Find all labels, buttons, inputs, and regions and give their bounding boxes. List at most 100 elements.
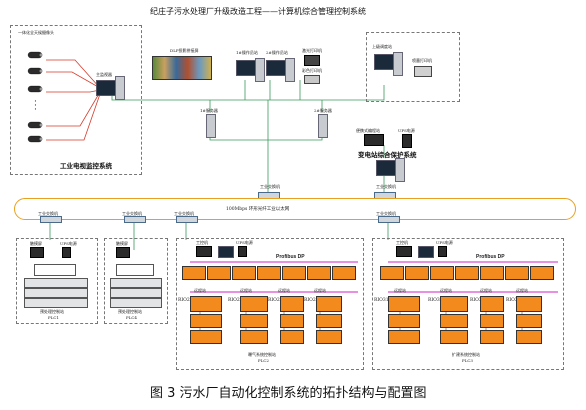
plc2-rio4: RIO24 <box>304 298 319 303</box>
laser-printer-icon <box>304 55 320 66</box>
server-1-label: 1#服务器 <box>200 108 218 113</box>
plc1-panel <box>16 238 98 324</box>
plc2-ups-icon <box>238 246 247 257</box>
plc3-ups-icon <box>438 246 447 257</box>
plc3-rio2: RIO32 <box>428 298 443 303</box>
cctv-server-monitor-icon <box>96 80 116 96</box>
cctv-server-label: 主监视器 <box>96 72 112 77</box>
plc3-rio2-rack-b <box>440 314 468 328</box>
figure-caption: 图 3 污水厂自动化控制系统的拓扑结构与配置图 <box>150 386 427 401</box>
substation-ups-label: UPS电源 <box>398 128 415 133</box>
operator-station-1-label: 1#操作员站 <box>236 50 258 55</box>
plc2-rio4-rack-a <box>316 296 342 312</box>
plc2-rio1-rack-a <box>190 296 222 312</box>
plc1-name: 预处理控制站 <box>40 309 64 314</box>
plc2-rio4-rack-c <box>316 330 342 344</box>
plc3-io-row-1 <box>380 266 558 280</box>
plc2-rio1-rack-c <box>190 330 222 344</box>
io-module <box>530 266 554 280</box>
plc4-rack-1 <box>110 278 162 288</box>
plc2-rio4-rack-b <box>316 314 342 328</box>
plc2-id: PLC2 <box>258 358 269 363</box>
plc4-hmi-icon <box>116 247 130 258</box>
switch-3-label: 工业交换机 <box>376 211 396 216</box>
substation-pc-monitor-icon <box>376 160 396 176</box>
inkjet-printer-icon <box>414 66 432 77</box>
plc3-rio1-rack-a <box>388 296 420 312</box>
io-module <box>455 266 479 280</box>
substation-system-label: 变电站综合保护系统 <box>358 151 417 159</box>
io-module <box>232 266 256 280</box>
switch-sub-label: 工业交换机 <box>376 184 396 189</box>
cctv-system-label: 工业电视监控系统 <box>60 162 112 170</box>
switch-2-label: 工业交换机 <box>174 211 194 216</box>
management-panel <box>366 32 460 102</box>
plc1-controller-box: 控制器 <box>34 264 76 283</box>
ellipsis-dots: ··· <box>34 97 37 115</box>
switch-top-label: 工业交换机 <box>260 184 280 189</box>
plc2-monitor-icon <box>218 246 234 258</box>
plc3-panel <box>372 238 564 370</box>
operator-station-1-tower-icon <box>255 58 265 82</box>
plc2-ipc-icon <box>196 246 212 257</box>
server-2-label: 2#服务器 <box>314 108 332 113</box>
dispatch-station-monitor-icon <box>374 54 394 70</box>
plc1-hmi-label: 触摸屏 <box>30 241 42 246</box>
dlp-display-wall <box>152 56 212 80</box>
plc3-node-label-2: 远程站 <box>440 288 452 293</box>
io-module <box>380 266 404 280</box>
plc1-rack-3 <box>24 298 88 308</box>
diagram-title: 纪庄子污水处理厂升级改造工程——计算机综合管理控制系统 <box>150 7 366 16</box>
plc2-rio3: RIO23 <box>268 298 283 303</box>
plc3-ipc-icon <box>396 246 412 257</box>
plc4-controller-box: 控制器 <box>116 264 154 283</box>
color-printer-label: 彩色打印机 <box>302 68 322 73</box>
plc2-rio1-rack-b <box>190 314 222 328</box>
operator-station-2-monitor-icon <box>266 60 286 76</box>
plc3-rio1: RIO31 <box>374 298 389 303</box>
server-2-icon <box>318 114 328 138</box>
plc1-id: PLC1 <box>48 315 59 320</box>
camera-group-label: 一体化全天候摄像头 <box>18 30 54 35</box>
plc2-rio3-rack-a <box>280 296 304 312</box>
plc3-rio1-rack-b <box>388 314 420 328</box>
plc3-rio4-rack-b <box>516 314 542 328</box>
plc4-name: 预处理控制站 <box>118 309 142 314</box>
cctv-panel <box>10 25 142 175</box>
plc2-ups-label: UPS电源 <box>236 240 253 245</box>
plc3-rio3-rack-c <box>480 330 504 344</box>
io-module <box>332 266 356 280</box>
plc2-rio2-rack-b <box>240 314 268 328</box>
io-module <box>307 266 331 280</box>
plc2-panel <box>176 238 364 370</box>
io-module <box>480 266 504 280</box>
plc2-node-label-2: 远程站 <box>240 288 252 293</box>
plc2-rio2: RIO22 <box>228 298 243 303</box>
plc2-node-label-4: 远程站 <box>314 288 326 293</box>
substation-ups-icon <box>402 134 412 148</box>
plc3-rio2-rack-c <box>440 330 468 344</box>
plc3-rio3-rack-b <box>480 314 504 328</box>
switch-1-label: 工业交换机 <box>38 211 58 216</box>
plc4-panel <box>104 238 168 324</box>
plc1-rack-2 <box>24 288 88 298</box>
plc3-ipc-label: 工控机 <box>396 240 408 245</box>
switch-4-icon <box>124 216 146 223</box>
plc2-rio3-rack-c <box>280 330 304 344</box>
plc1-ups-label: UPS电源 <box>60 241 77 246</box>
plc3-rio3-rack-a <box>480 296 504 312</box>
plc3-ups-label: UPS电源 <box>436 240 453 245</box>
plc2-rio2-rack-c <box>240 330 268 344</box>
switch-3-icon <box>378 216 400 223</box>
plc3-rio4-rack-a <box>516 296 542 312</box>
operator-station-2-tower-icon <box>285 58 295 82</box>
plc3-rio3: RIO33 <box>470 298 485 303</box>
ring-label: 100Mbps 环形光纤工业以太网 <box>226 207 290 212</box>
inkjet-printer-label: 喷墨打印机 <box>412 58 432 63</box>
switch-4-label: 工业交换机 <box>122 211 142 216</box>
plc3-rio1-rack-c <box>388 330 420 344</box>
io-module <box>405 266 429 280</box>
plc3-name: 扩建系统控制站 <box>452 352 480 357</box>
cctv-server-tower-icon <box>115 76 125 100</box>
dlp-display-label: DLP投影拼接屏 <box>170 48 199 53</box>
